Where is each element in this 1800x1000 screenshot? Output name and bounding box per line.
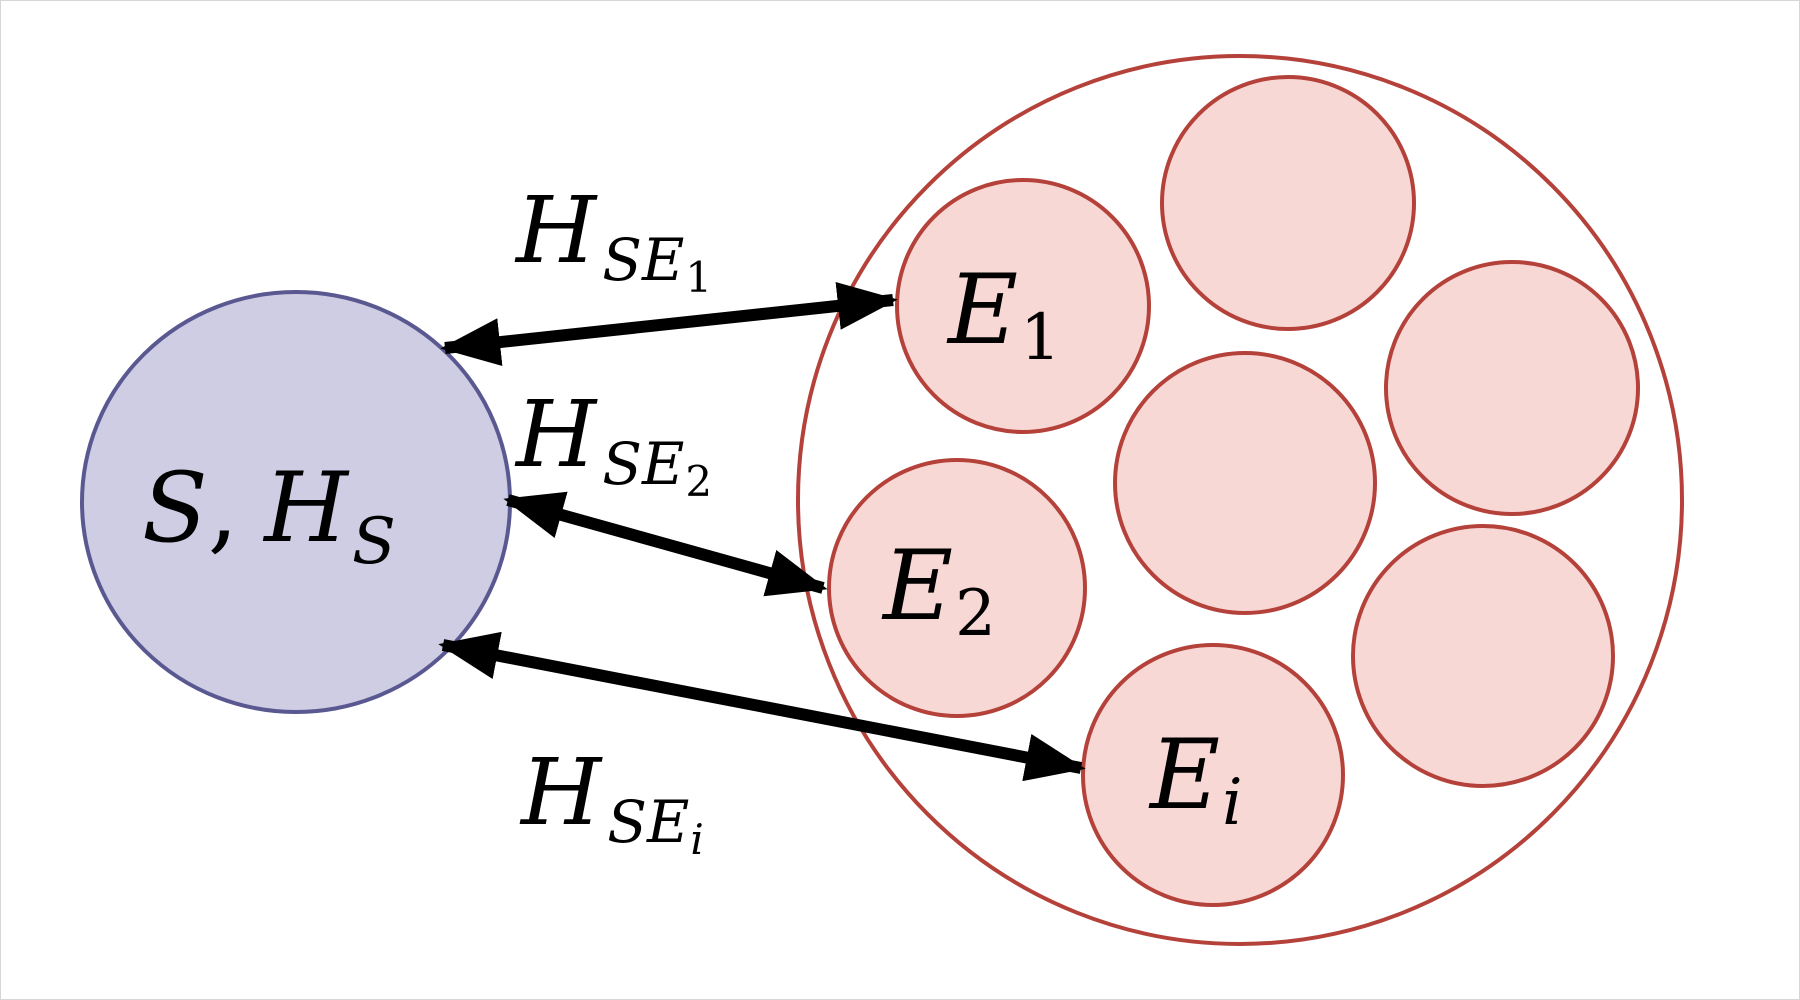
environment-circle-unlabeled [1384, 260, 1640, 516]
coupling-subscript: SE [602, 226, 684, 294]
system-symbol: S [142, 452, 208, 564]
subsystem-subscript: i [1222, 766, 1242, 840]
coupling-subscript: SE [602, 430, 684, 498]
coupling-base: H [514, 177, 598, 284]
system-hamiltonian-subscript: S [352, 505, 396, 579]
system-label: S,HS [142, 452, 396, 579]
coupling-base: H [514, 381, 598, 488]
subsystem-label-ei: Ei [1148, 719, 1243, 840]
system-hamiltonian: H [262, 452, 350, 564]
subsystem-subscript: 1 [1020, 301, 1061, 375]
environment-circle-unlabeled [1113, 351, 1377, 615]
system-separator: , [208, 452, 239, 564]
coupling-base: H [519, 739, 603, 846]
environment-circle-unlabeled [1160, 75, 1416, 331]
coupling-arrow-ei [438, 631, 1086, 782]
environment-circle-unlabeled [1351, 524, 1615, 788]
subsystem-symbol: E [881, 530, 953, 642]
subsystem-subscript: 2 [955, 577, 996, 651]
coupling-arrow-e2 [503, 491, 828, 597]
subsystem-symbol: E [946, 254, 1018, 366]
coupling-subscript: SE [607, 788, 689, 856]
coupling-subsubscript: 1 [685, 253, 712, 302]
subsystem-label-e1: E1 [946, 254, 1061, 375]
coupling-subsubscript: i [690, 815, 703, 864]
coupling-arrow-e1 [440, 282, 898, 366]
subsystem-symbol: E [1148, 719, 1220, 831]
coupling-subsubscript: 2 [685, 457, 712, 506]
subsystem-label-e2: E2 [881, 530, 996, 651]
